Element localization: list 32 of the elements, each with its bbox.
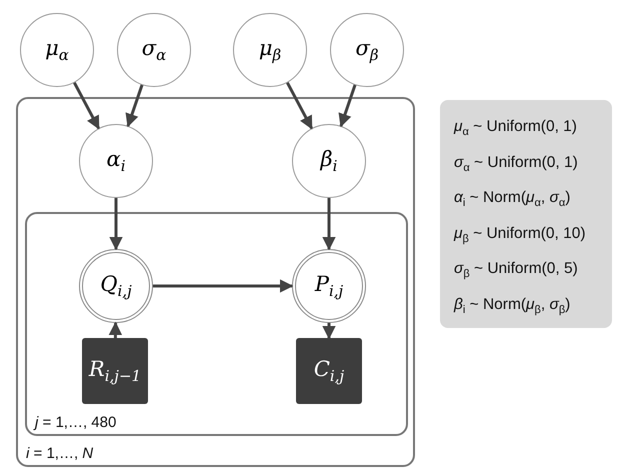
observed-node [82,338,148,404]
prior-formula: μ$_{α}$ ~ Uniform(0, 1) [454,117,578,140]
variable-label: R$_{i,j−1}$ [88,356,142,386]
arrow [153,279,294,293]
observed-node [296,338,362,404]
arrow [73,82,100,130]
arrow [109,198,123,250]
variable-label: Q$_{i,j}$ [100,272,132,300]
variable-label: β$_{i}$ [320,146,338,176]
variable-label: μ$_{α}$ [45,36,69,64]
arrow [322,198,336,250]
prior-formula: β$_{i}$ ~ Norm(μ$_{β}$, σ$_{β}$) [454,294,572,318]
variable-label: μ$_{β}$ [258,36,282,64]
variable-label: C$_{i,j}$ [314,356,344,386]
arrow [126,84,144,128]
prior-formula: σ$_{β}$ ~ Uniform(0, 5) [454,259,579,282]
arrow [322,323,336,340]
prior-formula: μ$_{β}$ ~ Uniform(0, 10) [454,224,587,247]
prior-formula: σ$_{α}$ ~ Uniform(0, 1) [454,152,579,176]
prior-formula: α$_{i}$ ~ Norm(μ$_{α}$, σ$_{α}$) [454,188,572,212]
plate-frame [25,212,408,436]
arrow [338,84,356,128]
variable-label: σ$_{β}$ [355,36,378,64]
plate-label: j = 1,…, 480 [35,414,116,431]
plate-label: i = 1,…, N [26,445,94,462]
variable-label: α$_{i}$ [106,146,126,176]
arrow [286,82,313,130]
prior-panel [440,100,612,328]
variable-label: σ$_{α}$ [142,36,166,64]
variable-label: P$_{i,j}$ [314,272,344,300]
arrow [108,322,122,338]
plate-frame [16,97,415,467]
